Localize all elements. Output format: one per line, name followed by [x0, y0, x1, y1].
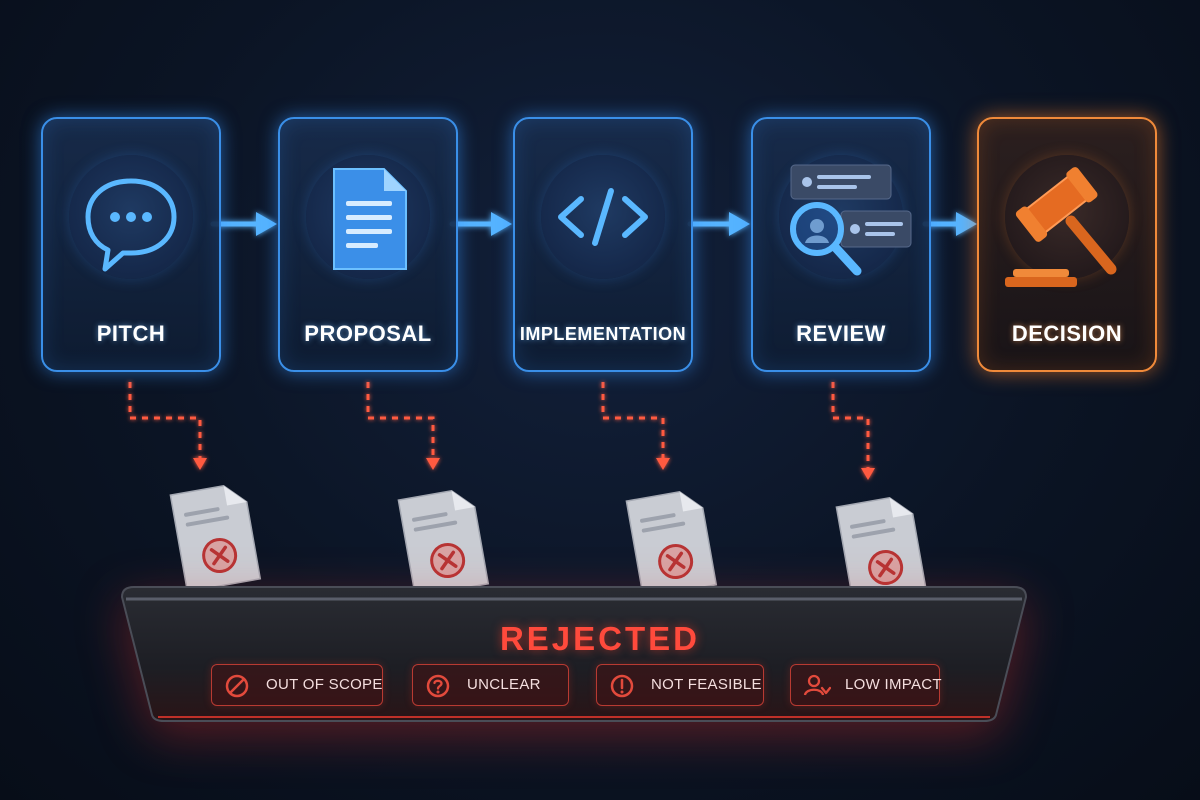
rejected-title: REJECTED	[499, 620, 701, 657]
reject-path-review	[831, 382, 870, 470]
stage-label-pitch: PITCH	[96, 321, 166, 346]
reason-out-of-scope: OUT OF SCOPE	[211, 664, 383, 706]
arrow-implementation-to-review	[687, 212, 750, 236]
reject-path-implementation	[601, 382, 665, 460]
reason-label: OUT OF SCOPE	[266, 676, 383, 693]
user-down-icon	[803, 674, 831, 696]
stage-label-review: REVIEW	[796, 321, 886, 346]
stage-pitch[interactable]: PITCH	[41, 117, 221, 372]
reject-arrowhead-implementation	[656, 458, 670, 470]
chat-bubble-icon	[85, 178, 177, 272]
question-icon	[426, 674, 450, 698]
reason-label: LOW IMPACT	[845, 676, 942, 693]
arrow-review-to-decision	[922, 212, 977, 236]
stage-label-implementation: IMPLEMENTATION	[519, 324, 687, 344]
stage-decision[interactable]: DECISION	[977, 117, 1157, 372]
rejected-document-review	[835, 496, 928, 605]
gavel-icon	[1005, 167, 1117, 287]
reject-arrowhead-proposal	[426, 458, 440, 470]
rejected-document-proposal	[397, 489, 490, 598]
reject-arrowhead-review	[861, 468, 875, 480]
stage-label-proposal: PROPOSAL	[304, 321, 432, 346]
rejected-document-implementation	[625, 490, 718, 599]
rejected-document-pitch	[169, 484, 262, 593]
reject-path-proposal	[366, 382, 435, 460]
stage-proposal[interactable]: PROPOSAL	[278, 117, 458, 372]
arrow-proposal-to-implementation	[449, 212, 512, 236]
reject-path-pitch	[128, 382, 202, 460]
stage-review[interactable]: REVIEW	[751, 117, 931, 372]
reason-label: NOT FEASIBLE	[651, 676, 762, 693]
reject-arrowhead-pitch	[193, 458, 207, 470]
stage-implementation[interactable]: IMPLEMENTATION	[513, 117, 693, 372]
arrow-pitch-to-proposal	[210, 212, 277, 236]
magnifier-icon	[790, 164, 912, 276]
reason-label: UNCLEAR	[467, 676, 541, 693]
stage-label-decision: DECISION	[1011, 321, 1123, 346]
code-icon	[558, 188, 648, 246]
document-icon	[333, 168, 407, 270]
exclamation-icon	[610, 674, 634, 698]
reason-unclear: UNCLEAR	[412, 664, 569, 706]
reason-low-impact: LOW IMPACT	[790, 664, 942, 706]
prohibited-icon	[225, 674, 249, 698]
reason-not-feasible: NOT FEASIBLE	[596, 664, 764, 706]
